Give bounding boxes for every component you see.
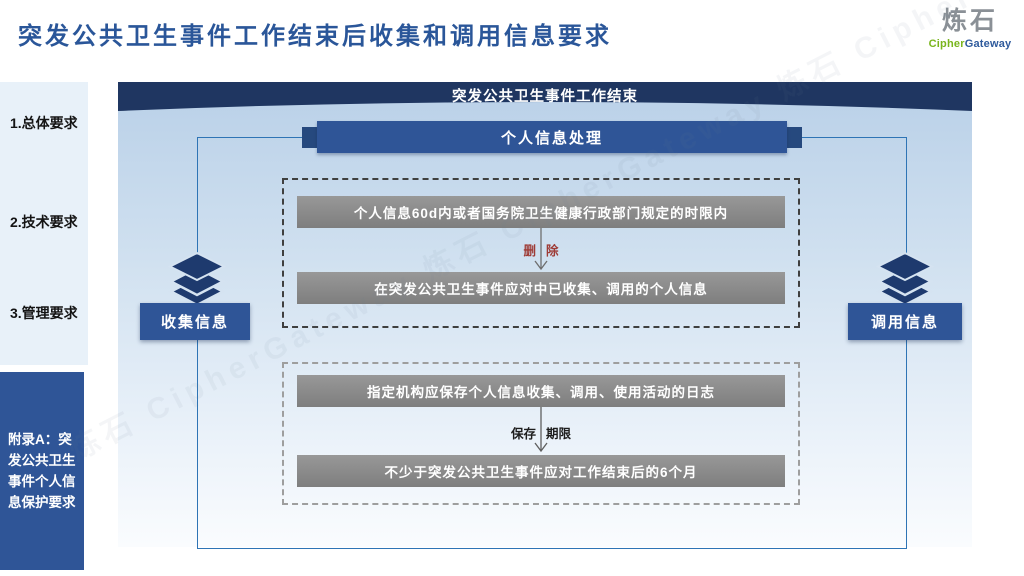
retrieve-info-node: 调用信息 (848, 303, 962, 340)
sidebar-item-management: 3.管理要求 (10, 305, 78, 321)
deletion-group-box (282, 178, 800, 328)
log-group-box (282, 362, 800, 505)
retention-arrow-label: 保存期限 (510, 427, 572, 441)
arrow-down-icon (534, 407, 548, 455)
deletion-target-bar: 在突发公共卫生事件应对中已收集、调用的个人信息 (297, 272, 785, 304)
deletion-condition-bar: 个人信息60d内或者国务院卫生健康行政部门规定的时限内 (297, 196, 785, 228)
flow-header-ribbon: 突发公共卫生事件工作结束 (118, 82, 972, 112)
arrow-down-icon (534, 228, 548, 273)
delete-arrow-label: 删除 (523, 244, 559, 258)
sidebar-appendix-box: 附录A：突发公共卫生事件个人信息保护要求 (0, 372, 84, 570)
banner-right-notch (786, 127, 802, 148)
layers-icon (167, 251, 227, 310)
flow-header-title: 突发公共卫生事件工作结束 (452, 89, 638, 105)
logo-en-blue: Gateway (964, 37, 1012, 50)
process-banner: 个人信息处理 (317, 121, 787, 153)
logo-zh-text: 炼石 (941, 7, 998, 35)
company-logo: 炼石 CipherGateway (926, 7, 1014, 50)
log-requirement-bar: 指定机构应保存个人信息收集、调用、使用活动的日志 (297, 375, 785, 407)
sidebar-item-technical: 2.技术要求 (10, 214, 78, 230)
logo-en-green: Cipher (928, 37, 965, 50)
sidebar-panel (0, 82, 88, 365)
sidebar-item-overall: 1.总体要求 (10, 115, 78, 131)
log-duration-bar: 不少于突发公共卫生事件应对工作结束后的6个月 (297, 455, 785, 487)
collect-info-node: 收集信息 (140, 303, 250, 340)
page-title: 突发公共卫生事件工作结束后收集和调用信息要求 (18, 23, 612, 50)
logo-en-text: CipherGateway (926, 38, 1014, 50)
ribbon-shape (118, 82, 972, 111)
layers-icon (875, 251, 935, 310)
banner-left-notch (302, 127, 318, 148)
